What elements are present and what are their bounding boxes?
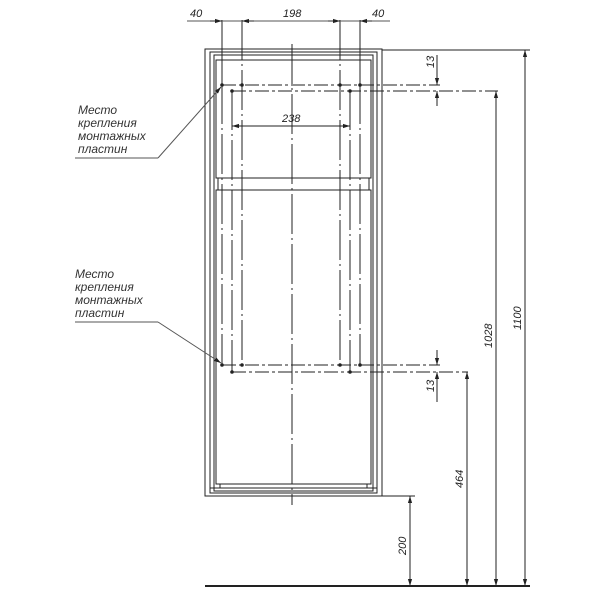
dim-upper-plate-offset: 13 xyxy=(425,55,437,68)
annotation-line: пластин xyxy=(75,306,125,320)
dim-lower-plate-height: 464 xyxy=(454,470,466,488)
annotation-upper-mounting: Место крепления монтажных пластин xyxy=(78,104,146,156)
annotation-lower-mounting: Место крепления монтажных пластин xyxy=(75,268,143,320)
annotation-line: монтажных xyxy=(78,129,146,143)
dim-top-right: 40 xyxy=(372,8,385,20)
lower-mounting-line xyxy=(222,364,468,373)
dim-top-inner: 198 xyxy=(283,8,302,20)
annotation-line: крепления xyxy=(75,280,134,294)
center-lines xyxy=(221,20,361,505)
upper-mounting-line xyxy=(222,84,498,92)
annotation-line: Место xyxy=(78,103,118,117)
leader-lines xyxy=(75,86,222,364)
right-dimensions xyxy=(205,49,530,587)
mounting-points xyxy=(220,83,362,374)
dim-overall-height: 1100 xyxy=(512,305,524,330)
cabinet-body xyxy=(204,48,383,497)
annotation-line: монтажных xyxy=(75,293,143,307)
annotation-line: Место xyxy=(75,267,115,281)
dim-upper-plate-height: 1028 xyxy=(483,323,495,348)
annotation-line: крепления xyxy=(78,116,137,130)
dim-top-left: 40 xyxy=(190,8,203,20)
dim-floor-clearance: 200 xyxy=(397,536,409,556)
dim-inner-width: 238 xyxy=(281,113,301,125)
dim-lower-plate-offset: 13 xyxy=(425,379,437,392)
annotation-line: пластин xyxy=(78,142,128,156)
